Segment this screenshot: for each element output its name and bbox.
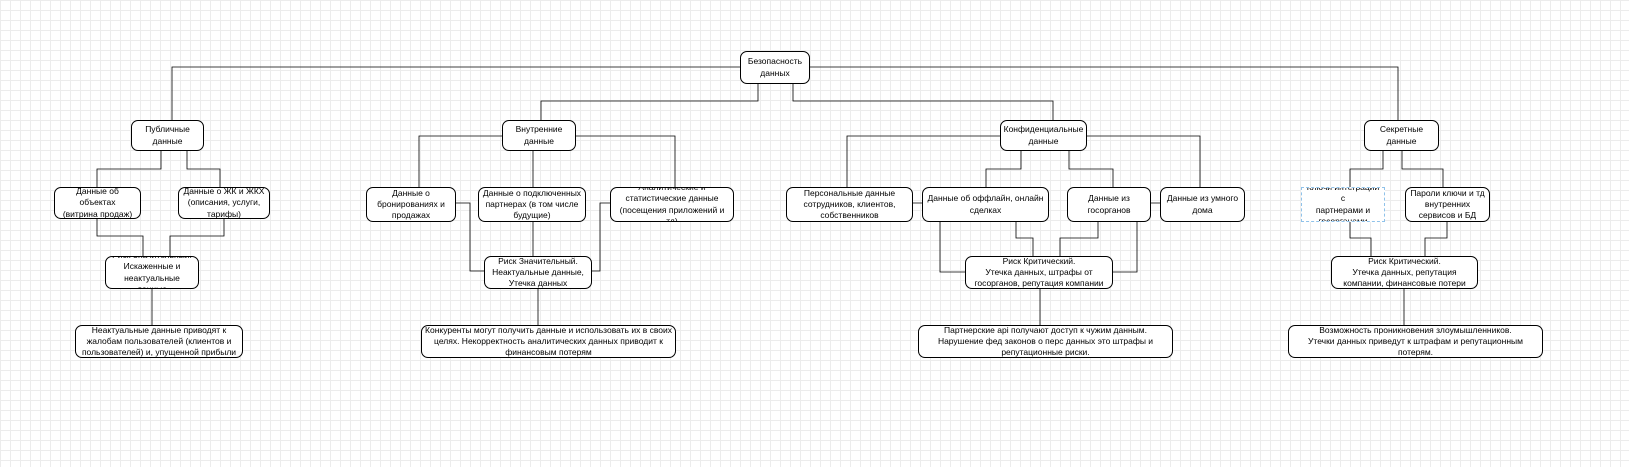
connector: [96, 151, 162, 187]
consequence-node[interactable]: Возможность проникновения злоумышленнико…: [1288, 325, 1543, 358]
item-node[interactable]: Данные об оффлайн, онлайн сделках: [922, 187, 1049, 222]
item-node[interactable]: Данные из госорганов: [1067, 187, 1151, 222]
connector: [810, 66, 1399, 120]
connector: [576, 135, 676, 187]
connector: [169, 219, 225, 256]
connector: [1087, 135, 1201, 187]
risk-node[interactable]: Риск Значительный. Искаженные и неактуал…: [105, 256, 199, 289]
item-node[interactable]: Аналитические и статистические данные (п…: [610, 187, 734, 222]
category-node-internal[interactable]: Внутренние данные: [502, 120, 576, 151]
connector: [846, 135, 1000, 187]
item-node[interactable]: Данные о ЖК и ЖКХ (описания, услуги, тар…: [178, 187, 270, 219]
connector: [1059, 222, 1099, 256]
item-node[interactable]: Данные об объектах (витрина продаж): [54, 187, 141, 219]
connector: [186, 151, 221, 187]
connector: [592, 202, 610, 272]
risk-node[interactable]: Риск Критический. Утечка данных, репутац…: [1331, 256, 1478, 289]
item-node[interactable]: Данные из умного дома: [1160, 187, 1245, 222]
category-node-secret[interactable]: Секретные данные: [1364, 120, 1439, 151]
risk-node[interactable]: Риск Критический. Утечка данных, штрафы …: [965, 256, 1113, 289]
category-node-confidential[interactable]: Конфиденциальные данные: [1000, 120, 1087, 151]
item-node[interactable]: Данные о подключенных партнерах (в том ч…: [478, 187, 586, 222]
connector: [1349, 151, 1384, 187]
connector: [96, 219, 144, 256]
root-node[interactable]: Безопасность данных: [740, 51, 810, 84]
connector: [418, 135, 502, 187]
item-node[interactable]: Пароли ключи и тд внутренних сервисов и …: [1405, 187, 1490, 222]
connector: [171, 66, 740, 120]
connector: [1068, 151, 1114, 187]
connector: [792, 84, 1054, 120]
category-node-public[interactable]: Публичные данные: [131, 120, 204, 151]
consequence-node[interactable]: Партнерские api получают доступ к чужим …: [918, 325, 1173, 358]
item-node[interactable]: Данные о бронированиях и продажах: [366, 187, 456, 222]
connector: [1015, 222, 1034, 256]
connector: [1349, 222, 1372, 256]
connector: [540, 84, 759, 120]
item-node-selected[interactable]: Ключи интеграций с партнерами и госорган…: [1301, 187, 1385, 222]
connector: [456, 202, 484, 272]
consequence-node[interactable]: Неактуальные данные приводят к жалобам п…: [75, 325, 243, 358]
consequence-node[interactable]: Конкуренты могут получить данные и испол…: [421, 325, 676, 358]
item-node[interactable]: Персональные данные сотрудников, клиенто…: [786, 187, 913, 222]
risk-node[interactable]: Риск Значительный. Неактуальные данные, …: [484, 256, 592, 289]
connector: [1401, 151, 1444, 187]
connector: [1424, 222, 1448, 256]
connector: [985, 151, 1022, 187]
